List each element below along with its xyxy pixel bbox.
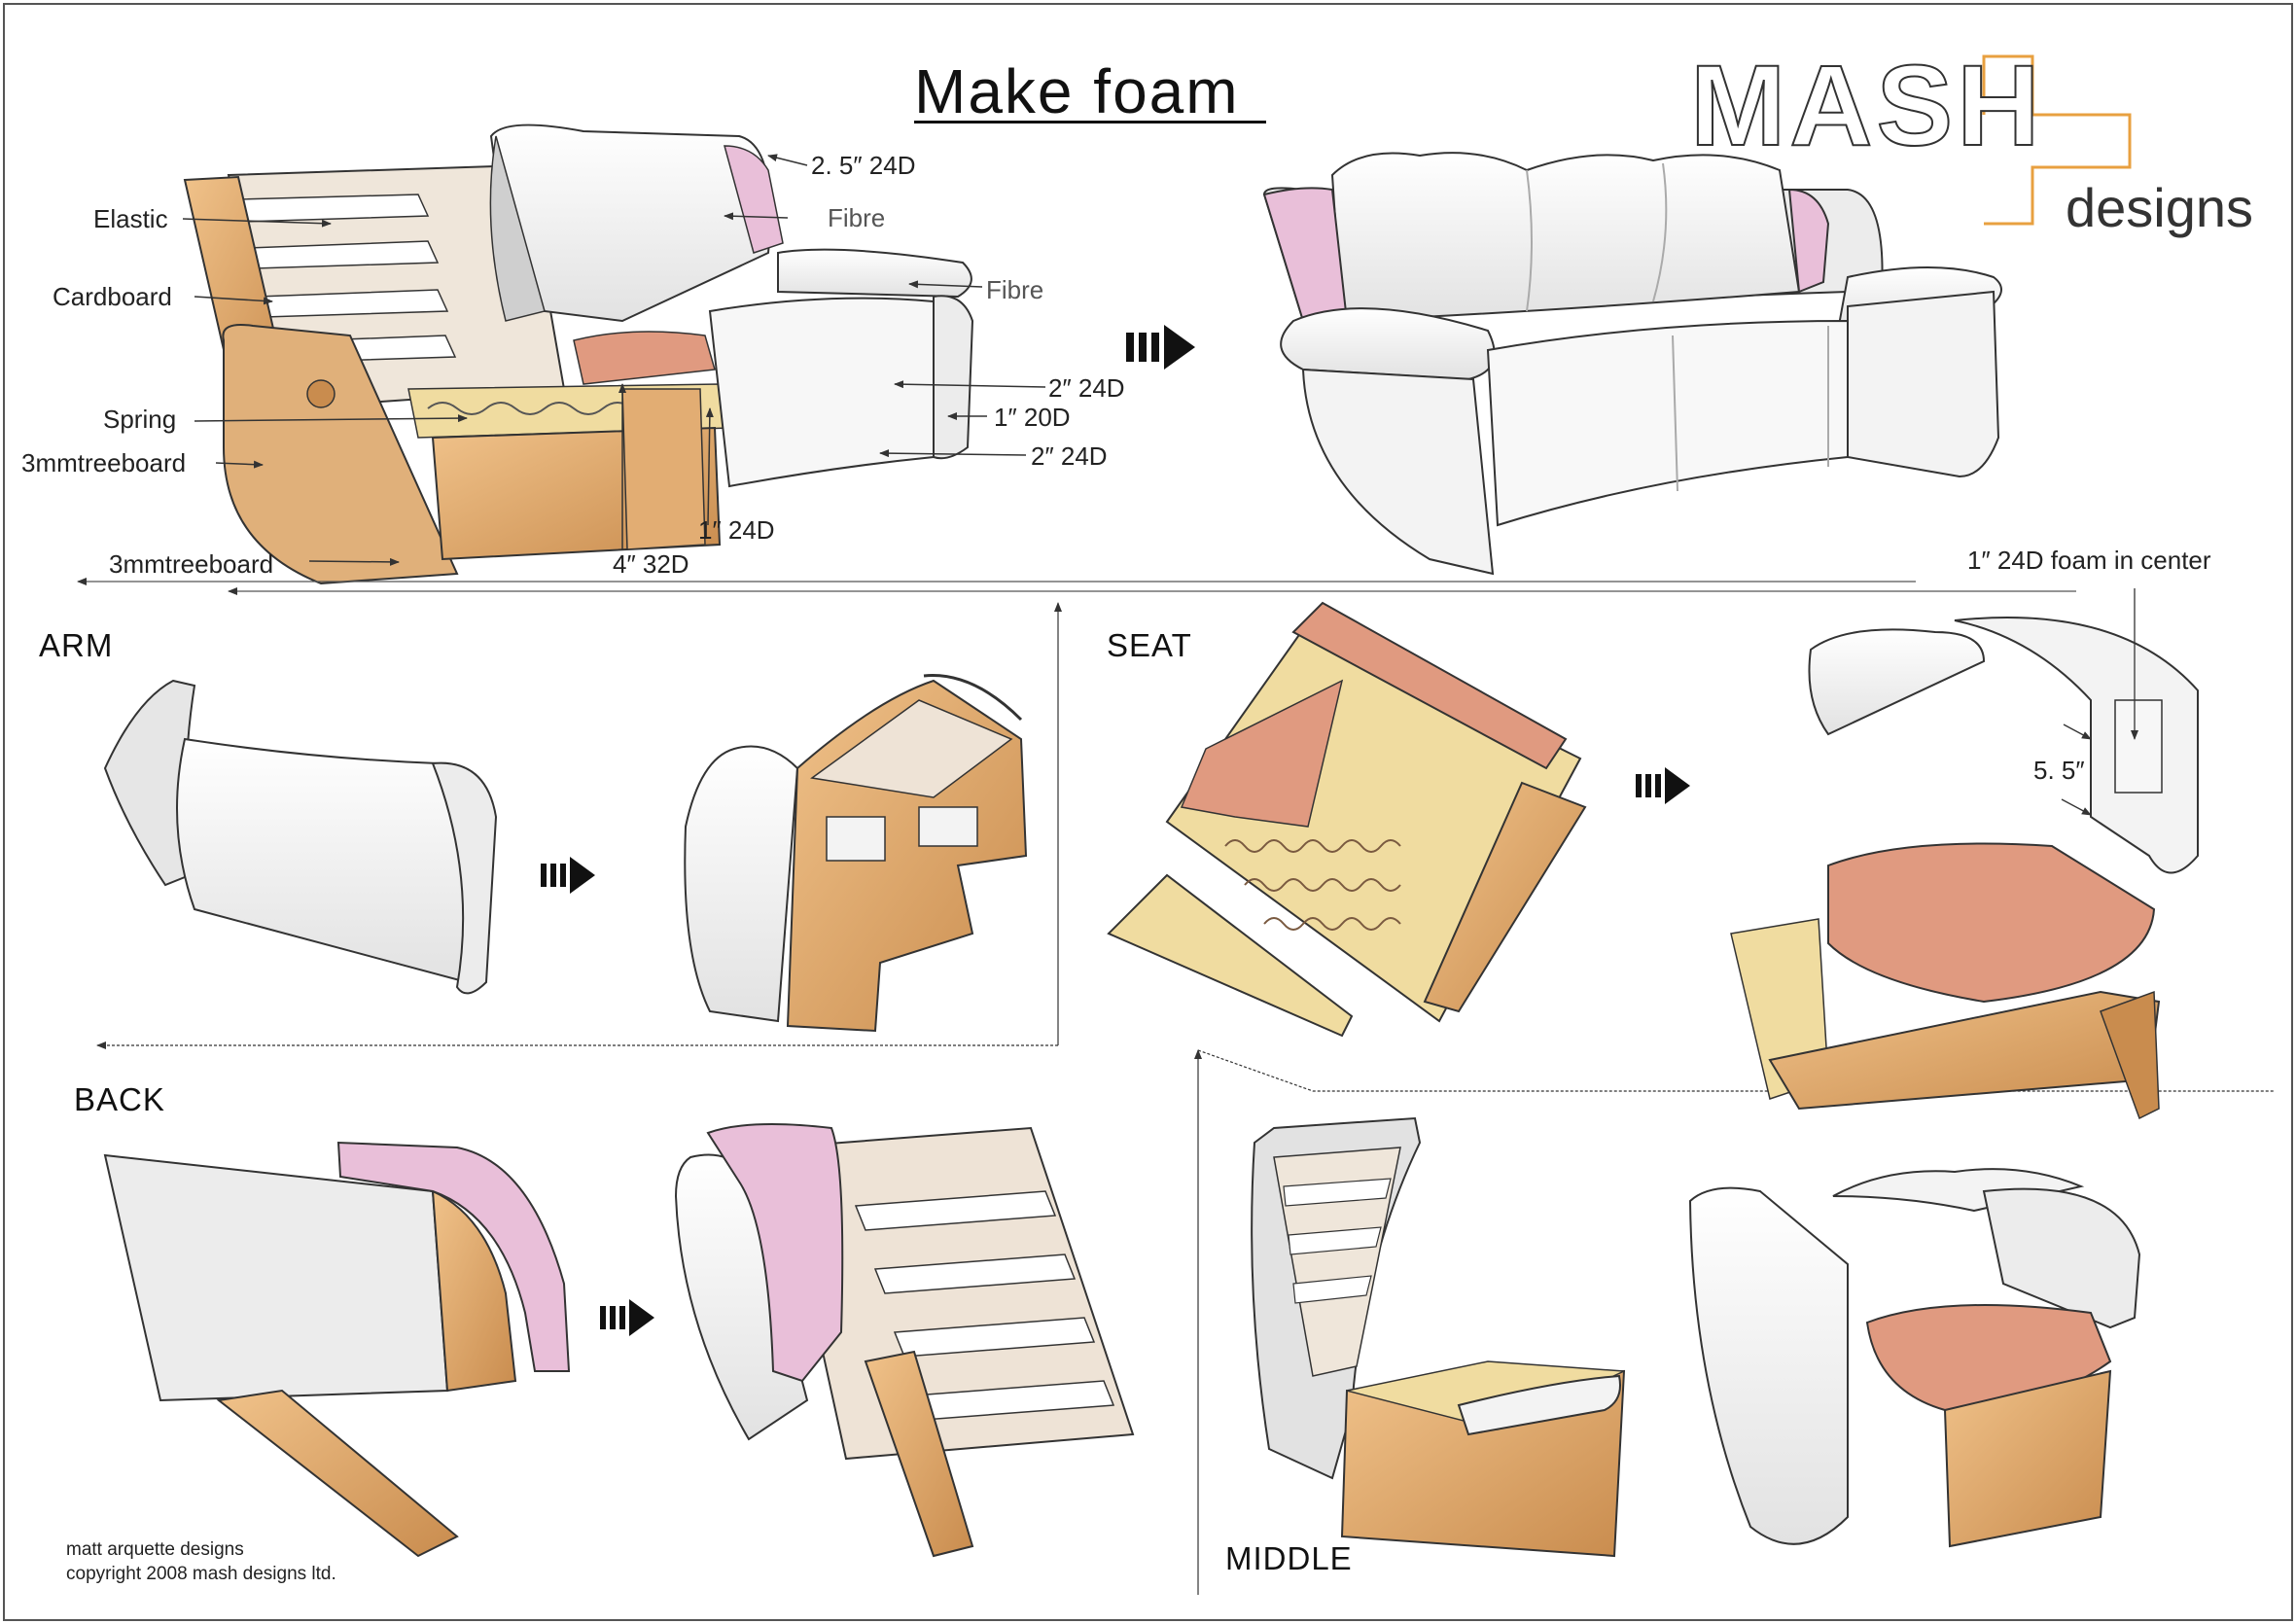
label-fibre-arm: Fibre [986,275,1044,304]
label-arm-side-foam: 1″ 20D [994,403,1071,432]
seat-dimension-leaders [2061,588,2138,816]
label-back-top-foam: 2. 5″ 24D [811,151,916,180]
section-label-back: BACK [74,1081,165,1117]
seat-frame-illustration [1107,601,1587,1038]
label-elastic: Elastic [93,204,168,233]
label-spring: Spring [103,405,177,434]
label-arm-front-foam: 2″ 24D [1048,373,1125,403]
grid-dividers [96,602,2274,1595]
label-seat-4in-foam: 4″ 32D [613,549,689,579]
back-foam-illustration [103,1141,571,1558]
cutaway-sofa-illustration [183,124,974,585]
label-seat-1in-foam: 1″ 24D [698,515,775,545]
middle-foam-illustration [1688,1168,2141,1548]
label-3mmtreeboard-side: 3mmtreeboard [21,448,187,477]
seat-foam-illustration [1730,617,2199,1120]
label-center-foam: 1″ 24D foam in center [1967,546,2211,575]
label-fibre-back: Fibre [828,203,886,232]
logo-designs-text: designs [2066,177,2254,238]
finished-sofa-illustration [1262,152,2002,576]
label-3mmtreeboard-bottom: 3mmtreeboard [109,549,274,579]
title-underline [914,121,1266,124]
credit-copyright: copyright 2008 mash designs ltd. [66,1564,336,1584]
label-arm-base-foam: 2″ 24D [1031,441,1108,471]
back-frame-illustration [674,1123,1135,1558]
section-label-seat: SEAT [1107,627,1192,663]
transition-arrows [541,325,1690,1336]
credit-designer: matt arquette designs [66,1539,244,1560]
logo-accent [1982,54,2132,226]
sofa-base-leaders [77,578,2076,595]
section-label-arm: ARM [39,627,114,663]
arm-frame-illustration [684,674,1028,1033]
callout-leaders-top [182,154,1046,566]
frame-border [3,3,2293,1621]
page-title: Make foam [914,56,1240,126]
arm-foam-illustration [103,679,498,995]
section-label-middle: MIDDLE [1225,1540,1353,1576]
label-cardboard: Cardboard [53,282,172,311]
middle-frame-illustration [1251,1116,1626,1558]
label-dimension-5-5: 5. 5″ [2033,756,2085,785]
mash-logo: MASH [1689,42,2044,170]
